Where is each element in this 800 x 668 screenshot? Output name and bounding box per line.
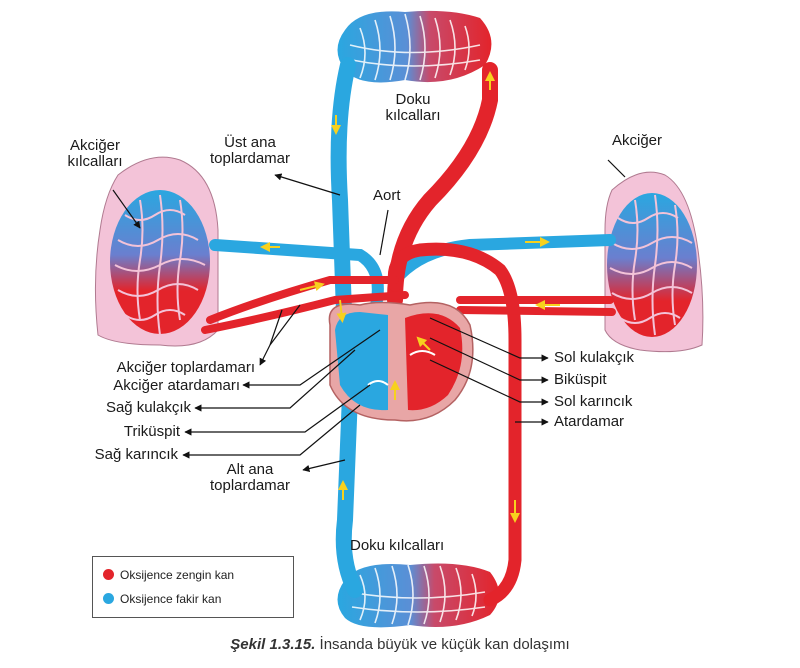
- label-sol-kulakcik: Sol kulakçık: [554, 349, 635, 366]
- label-trikuspit: Triküspit: [123, 423, 180, 440]
- label-atardamar: Atardamar: [554, 413, 625, 430]
- flow-arrows: [260, 71, 560, 523]
- figure-number: Şekil 1.3.15.: [230, 636, 316, 653]
- label-sag-kulakcik: Sağ kulakçık: [105, 399, 191, 416]
- top-tissue-capillaries: [337, 10, 492, 83]
- label-doku-kilcallari-top: Doku kılcalları: [385, 91, 441, 124]
- label-sag-karincik: Sağ karıncık: [94, 446, 178, 463]
- leader-lines: [112, 159, 626, 473]
- blue-dot-icon: [103, 593, 114, 604]
- label-ust-ana-toplardamar: Üst ana toplardamar: [209, 134, 291, 167]
- heart: [328, 301, 474, 422]
- label-doku-kilcallari-bottom: Doku kılcalları: [350, 537, 445, 554]
- right-lung-capillaries: [607, 193, 697, 337]
- left-lung-capillaries: [110, 190, 210, 336]
- label-bikuspit: Biküspit: [554, 371, 607, 388]
- label-akciger-kilcallari: Akciğer kılcalları: [67, 137, 123, 170]
- aorta-arteries: [387, 62, 522, 607]
- legend: Oksijence zengin kan Oksijence fakir kan: [92, 556, 294, 618]
- legend-oxygen-poor: Oksijence fakir kan: [103, 592, 221, 606]
- figure-caption: Şekil 1.3.15. İnsanda büyük ve küçük kan…: [0, 636, 800, 653]
- label-akciger-atardamari: Akciğer atardamarı: [113, 377, 240, 394]
- legend-oxygen-rich: Oksijence zengin kan: [103, 568, 234, 582]
- right-heart-chambers: [335, 312, 388, 411]
- label-akciger-toplardamari: Akciğer toplardamarı: [116, 359, 255, 376]
- label-aort: Aort: [373, 187, 401, 204]
- red-dot-icon: [103, 569, 114, 580]
- label-akciger-right: Akciğer: [612, 132, 663, 149]
- bottom-tissue-capillaries: [337, 563, 499, 628]
- label-sol-karincik: Sol karıncık: [554, 393, 633, 410]
- figure-caption-text: İnsanda büyük ve küçük kan dolaşımı: [319, 636, 570, 653]
- label-alt-ana-toplardamar: Alt ana toplardamar: [209, 461, 291, 494]
